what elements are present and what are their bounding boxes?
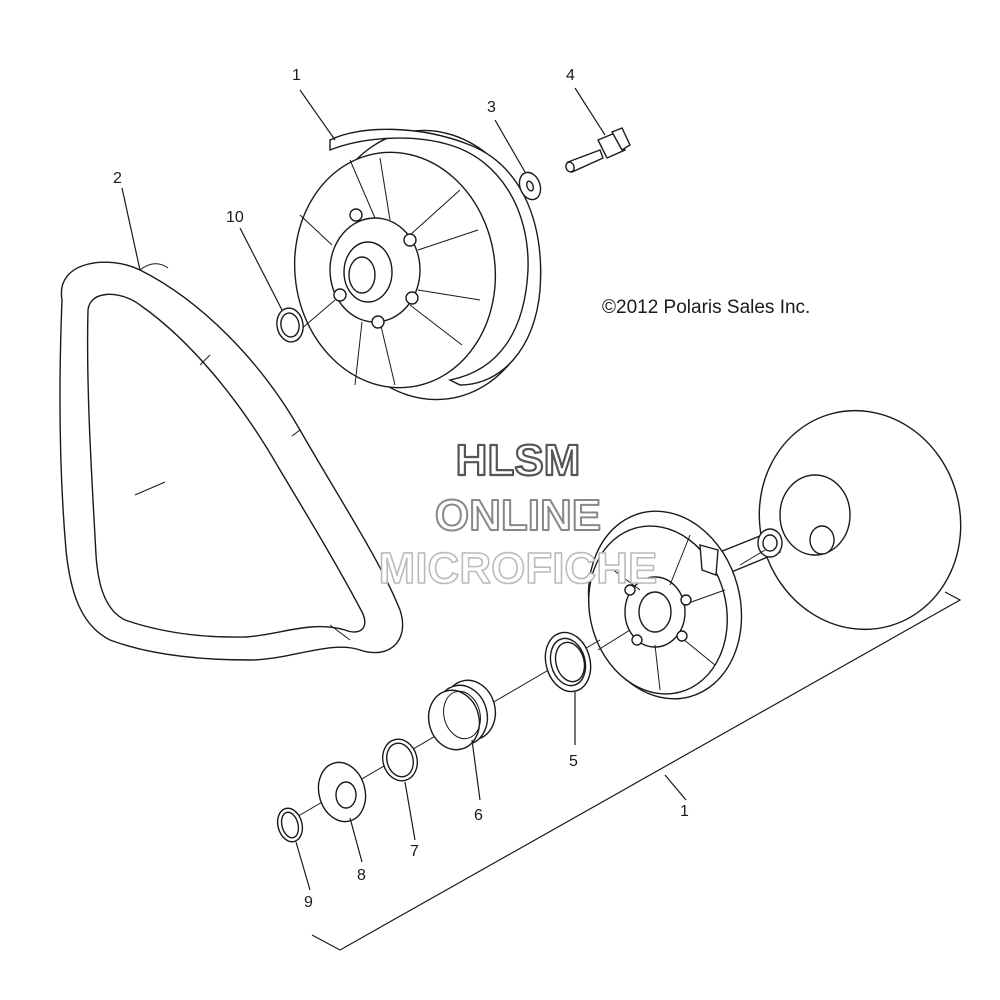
drive-belt[interactable] — [59, 261, 404, 661]
callout-2: 2 — [113, 170, 122, 187]
watermark-line-1: HLSM — [456, 436, 581, 485]
retaining-ring-9[interactable] — [274, 805, 306, 844]
driven-sheave-upper[interactable] — [280, 116, 558, 414]
callout-1-top: 1 — [292, 67, 301, 84]
callout-8: 8 — [357, 867, 366, 884]
bushing-8[interactable] — [312, 757, 372, 827]
callout-4: 4 — [566, 67, 575, 84]
callout-10: 10 — [226, 209, 244, 226]
watermark-line-2: ONLINE — [435, 491, 601, 540]
assembly-bracket — [311, 591, 962, 951]
seal-5[interactable] — [539, 627, 597, 696]
washer-3[interactable] — [516, 169, 544, 202]
callout-7: 7 — [410, 843, 419, 860]
bolt-4[interactable] — [565, 127, 631, 173]
watermark: HLSM ONLINE MICROFICHE — [378, 435, 658, 594]
leader-lines — [121, 87, 687, 891]
callout-5: 5 — [569, 753, 578, 770]
washer-10[interactable] — [274, 306, 306, 344]
callout-9: 9 — [304, 894, 313, 911]
copyright-notice: ©2012 Polaris Sales Inc. — [602, 297, 810, 318]
callout-3: 3 — [487, 99, 496, 116]
driven-clutch-assembly[interactable] — [568, 388, 985, 716]
callout-6: 6 — [474, 807, 483, 824]
ring-7[interactable] — [378, 735, 422, 784]
callout-1-bottom: 1 — [680, 803, 689, 820]
spring-6[interactable] — [422, 675, 502, 756]
watermark-line-3: MICROFICHE — [379, 544, 658, 593]
